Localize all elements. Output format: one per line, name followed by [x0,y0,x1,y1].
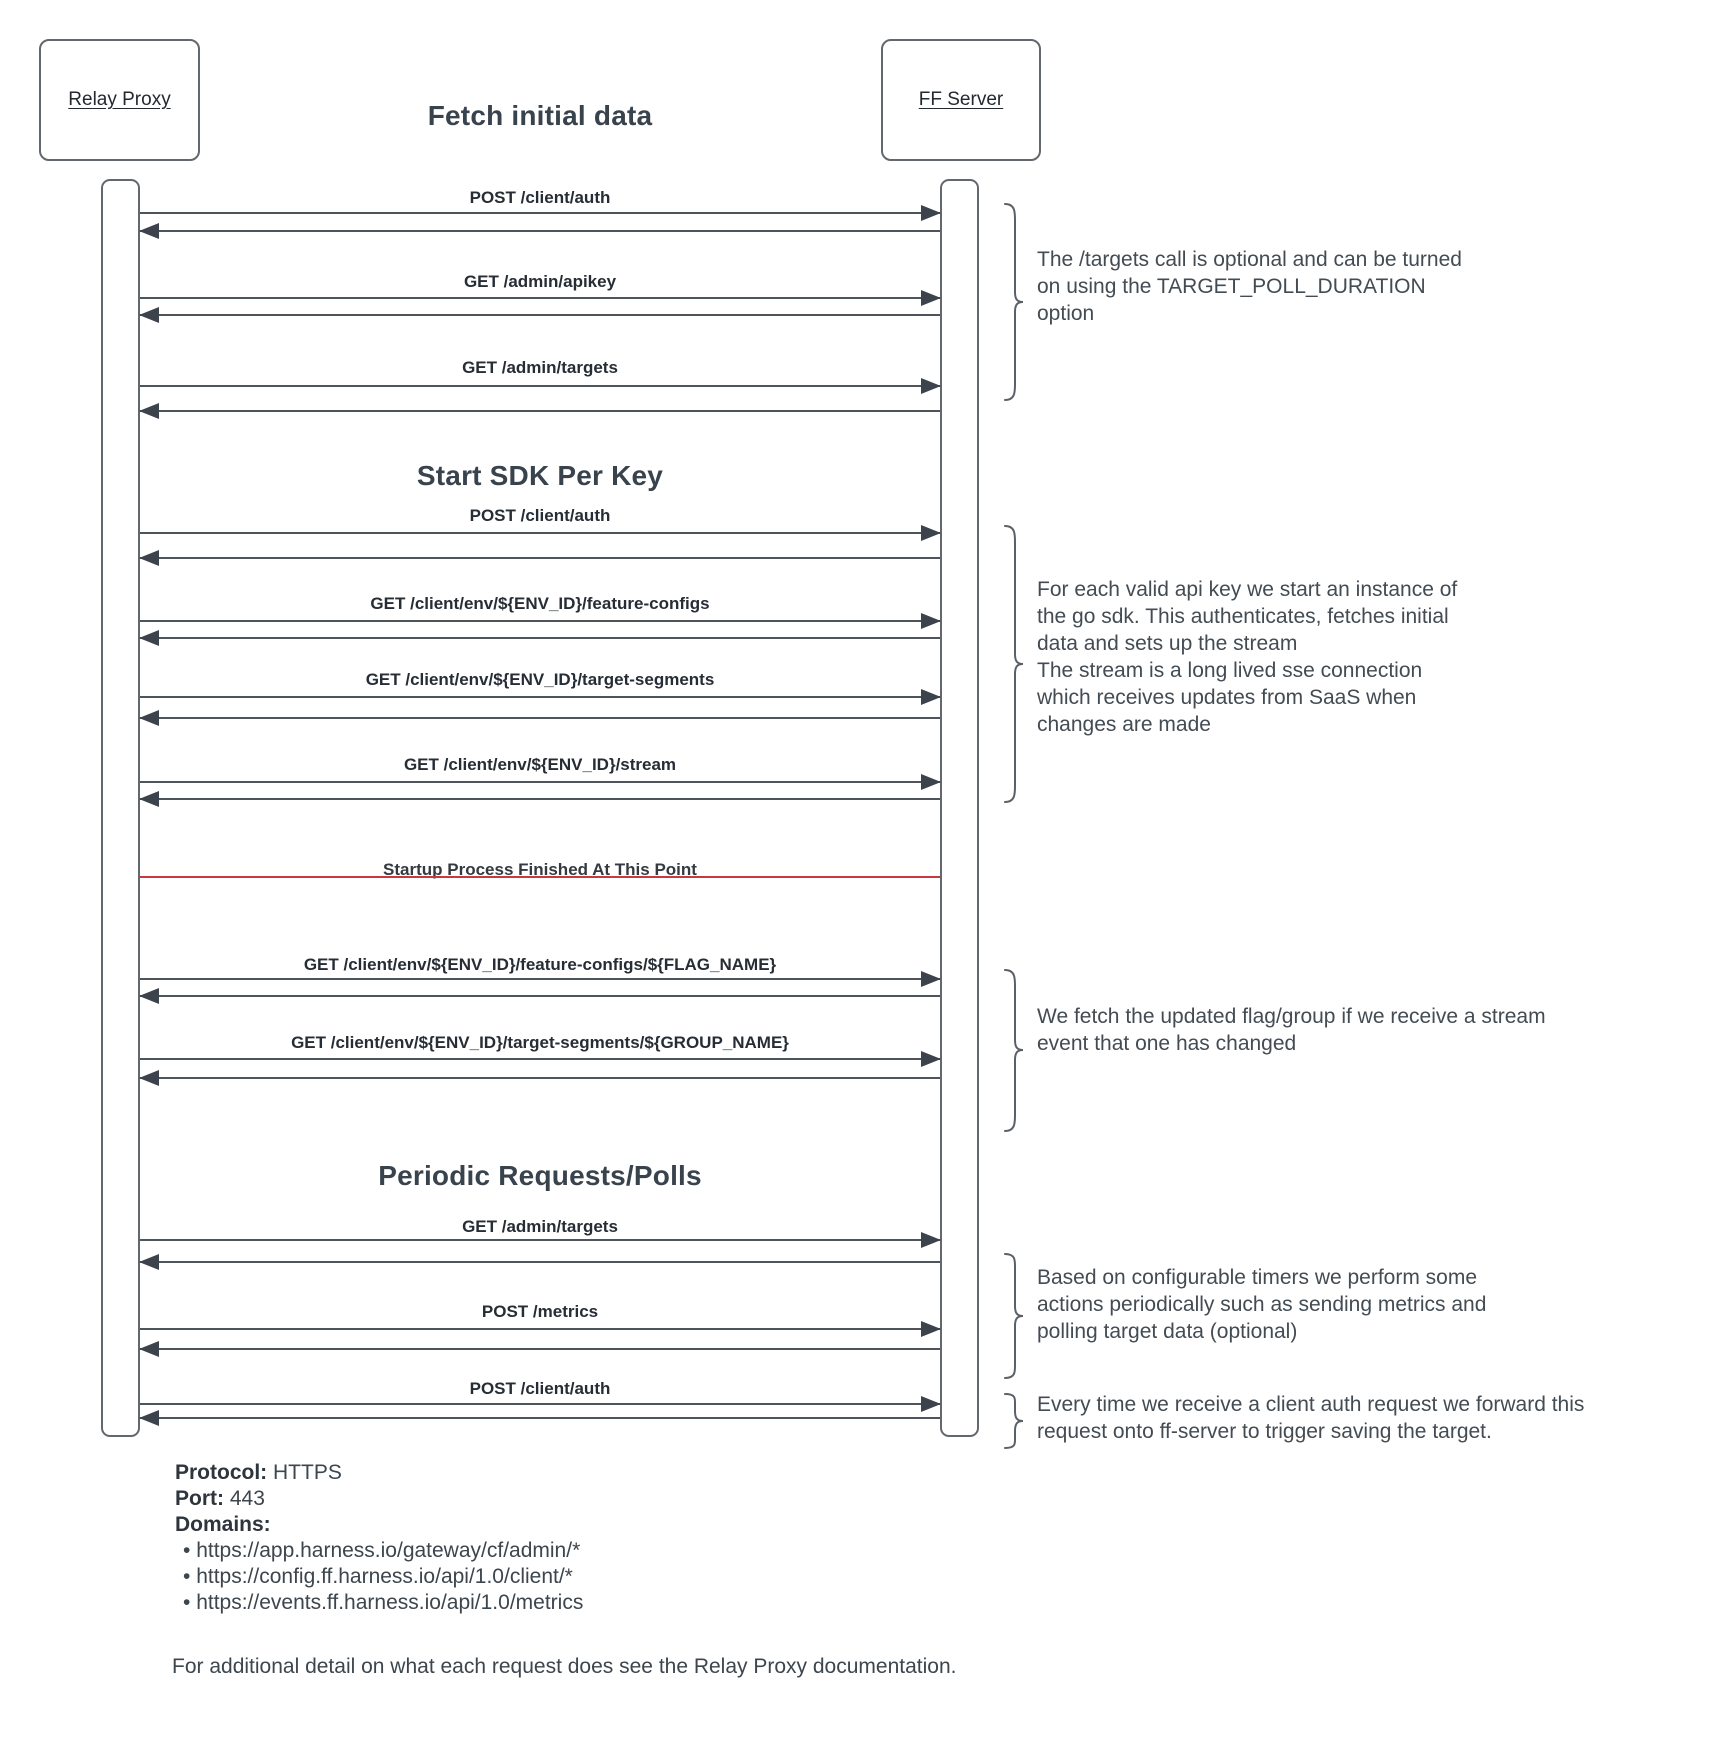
divider-line [140,876,940,878]
request-arrow [140,205,941,221]
footer-note: For additional detail on what each reque… [172,1655,957,1678]
lifeline-ff-server [940,179,979,1437]
response-arrow [139,1254,940,1270]
response-arrow [139,1341,940,1357]
annotation-sdk-per-key: For each valid api key we start an insta… [1037,578,1458,736]
brace-icon [1004,969,1024,1132]
request-arrow [140,290,941,306]
domain-item: https://events.ff.harness.io/api/1.0/met… [175,1590,583,1616]
request-arrow [140,971,941,987]
message-label: GET /client/env/${ENV_ID}/target-segment… [365,670,715,689]
request-arrow [140,1396,941,1412]
message-label: GET /admin/apikey [463,272,617,291]
request-arrow [140,613,941,629]
annotation-targets-optional: The /targets call is optional and can be… [1037,248,1462,325]
request-arrow [140,689,941,705]
annotation-stream-event-fetch: We fetch the updated flag/group if we re… [1037,1005,1546,1055]
section-heading-start-sdk: Start SDK Per Key [416,460,664,491]
response-arrow [139,988,940,1004]
response-arrow [139,791,940,807]
message-label: GET /client/env/${ENV_ID}/feature-config… [303,955,777,974]
divider-label: Startup Process Finished At This Point [383,860,697,879]
message-label: POST /client/auth [469,1379,611,1398]
diagram-title: Fetch initial data [427,100,653,131]
message-label: POST /client/auth [469,188,611,207]
request-arrow [140,378,941,394]
brace-icon [1004,525,1024,803]
annotation-client-auth-forward: Every time we receive a client auth requ… [1037,1393,1585,1443]
annotation-periodic-timers: Based on configurable timers we perform … [1037,1266,1487,1343]
message-label: GET /admin/targets [462,358,618,377]
protocol-label: Protocol: [175,1461,268,1484]
request-arrow [140,1321,941,1337]
response-arrow [139,630,940,646]
response-arrow [139,307,940,323]
port-value: 443 [229,1487,265,1510]
request-arrow [140,1051,941,1067]
request-arrow [140,1232,941,1248]
brace-icon [1004,1393,1024,1449]
port-line: Port: 443 [175,1486,583,1512]
actor-relay-proxy-label: Relay Proxy [68,89,171,110]
section-heading-periodic: Periodic Requests/Polls [378,1160,702,1191]
response-arrow [139,710,940,726]
domains-label: Domains: [175,1513,271,1536]
request-arrow [140,774,941,790]
request-arrow [140,525,941,541]
brace-icon [1004,1253,1024,1379]
message-label: GET /client/env/${ENV_ID}/stream [403,755,677,774]
message-label: GET /client/env/${ENV_ID}/feature-config… [370,594,710,613]
brace-icon [1004,203,1024,401]
domain-item: https://app.harness.io/gateway/cf/admin/… [175,1538,583,1564]
response-arrow [139,403,940,419]
port-label: Port: [175,1487,224,1510]
response-arrow [139,223,940,239]
message-label: GET /admin/targets [462,1217,618,1236]
lifeline-relay-proxy [101,179,140,1437]
response-arrow [139,1410,940,1426]
message-label: POST /metrics [481,1302,599,1321]
actor-ff-server-label: FF Server [918,89,1004,110]
message-label: POST /client/auth [469,506,611,525]
response-arrow [139,550,940,566]
connection-info: Protocol: HTTPS Port: 443 Domains: https… [175,1460,583,1616]
message-label: GET /client/env/${ENV_ID}/target-segment… [291,1033,789,1052]
protocol-line: Protocol: HTTPS [175,1460,583,1486]
protocol-value: HTTPS [273,1461,342,1484]
domain-item: https://config.ff.harness.io/api/1.0/cli… [175,1564,583,1590]
actor-ff-server: FF Server [881,39,1041,161]
response-arrow [139,1070,940,1086]
actor-relay-proxy: Relay Proxy [39,39,200,161]
